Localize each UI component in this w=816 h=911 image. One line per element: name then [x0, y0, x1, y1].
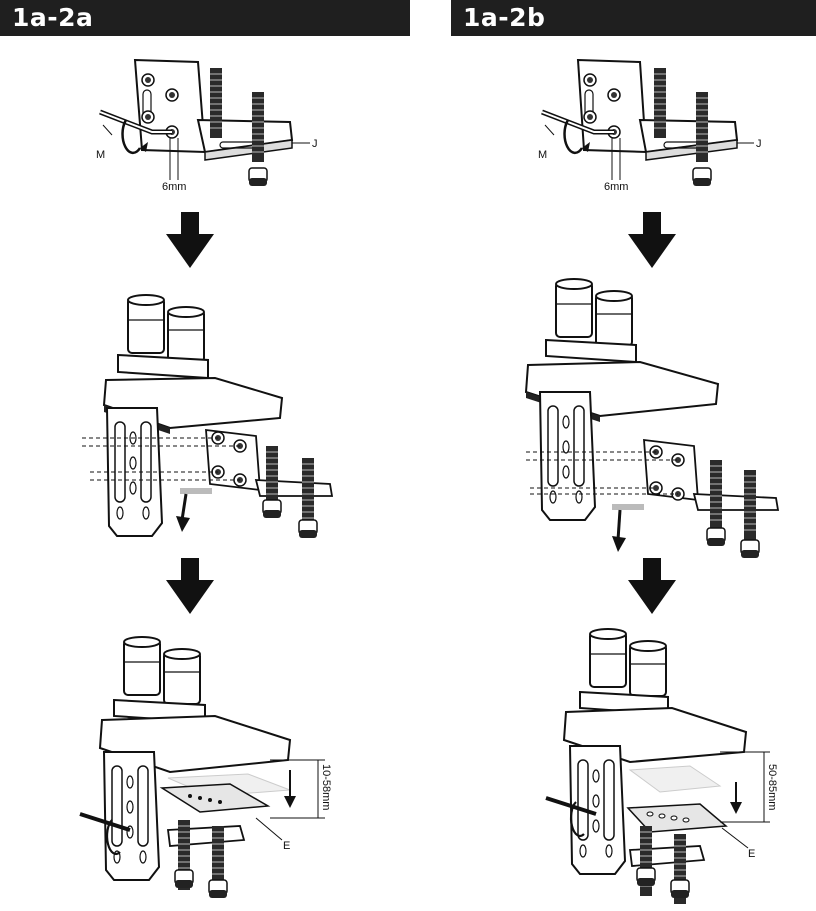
label-6mm: 6mm — [604, 181, 628, 193]
step-arrow — [166, 558, 214, 614]
panel-b-step3-installed — [545, 628, 770, 905]
label-e: E — [283, 840, 290, 852]
label-range-b: 50-85mm — [766, 764, 778, 810]
panel-b-step1-bracket — [541, 58, 754, 187]
section-header-1a-2b: 1a-2b — [451, 0, 816, 36]
panel-a-step1-bracket — [99, 58, 310, 187]
label-m: M — [96, 149, 105, 161]
section-header-1a-2a: 1a-2a — [0, 0, 410, 36]
label-6mm: 6mm — [162, 181, 186, 193]
step-arrow — [166, 212, 214, 268]
label-m: M — [538, 149, 547, 161]
panel-a-step3-installed — [79, 636, 325, 899]
label-j: J — [756, 138, 762, 150]
label-e: E — [748, 848, 755, 860]
label-range-a: 10-58mm — [320, 764, 332, 810]
step-arrow — [628, 212, 676, 268]
label-j: J — [312, 138, 318, 150]
step-arrow — [628, 558, 676, 614]
panel-a-step2-clamp — [82, 294, 334, 539]
panel-b-step2-clamp — [524, 278, 780, 559]
